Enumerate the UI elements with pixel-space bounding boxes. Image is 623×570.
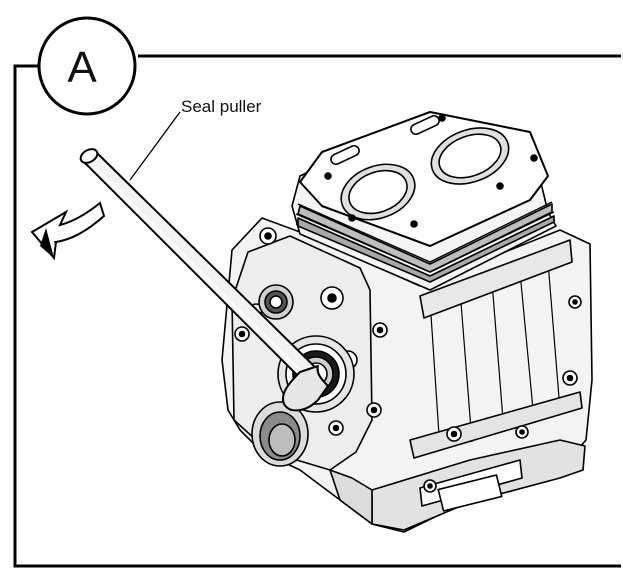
engine-block-icon [221, 111, 593, 533]
panel-frame [13, 54, 621, 568]
callout-leader-line [129, 111, 181, 181]
panel-letter: A [67, 43, 97, 92]
seal-puller-icon [79, 148, 329, 412]
seal-puller-label: Seal puller [181, 97, 262, 116]
curved-arrow-left-icon [30, 201, 106, 261]
panel-letter-circle [37, 16, 137, 116]
